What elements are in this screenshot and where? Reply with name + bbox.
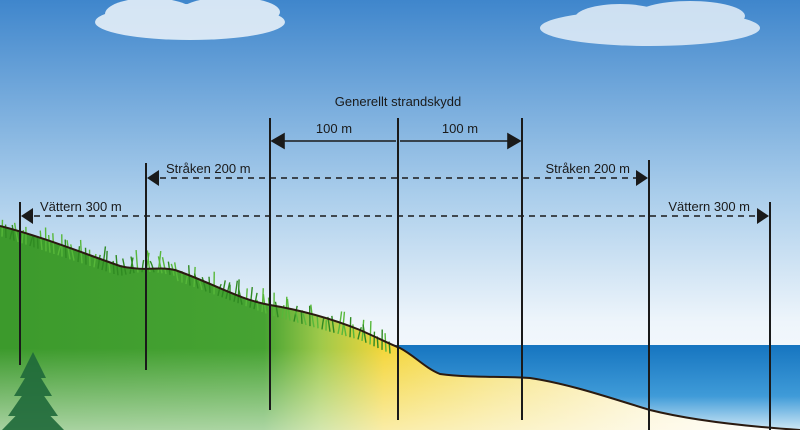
spruce-tree-icon	[2, 352, 64, 430]
general-distance-arrows	[270, 132, 522, 150]
label-vattern-right: Vättern 300 m	[668, 199, 750, 214]
cloud-left	[95, 0, 285, 40]
straken-distance-arrow	[147, 170, 648, 186]
label-straken-left: Stråken 200 m	[166, 161, 251, 176]
label-general-right: 100 m	[442, 121, 478, 136]
label-straken-right: Stråken 200 m	[545, 161, 630, 176]
diagram-title: Generellt strandskydd	[335, 94, 461, 109]
land-shade	[0, 226, 800, 430]
label-vattern-left: Vättern 300 m	[40, 199, 122, 214]
cloud-right	[540, 1, 760, 46]
vattern-distance-arrow	[21, 208, 769, 224]
label-general-left: 100 m	[316, 121, 352, 136]
